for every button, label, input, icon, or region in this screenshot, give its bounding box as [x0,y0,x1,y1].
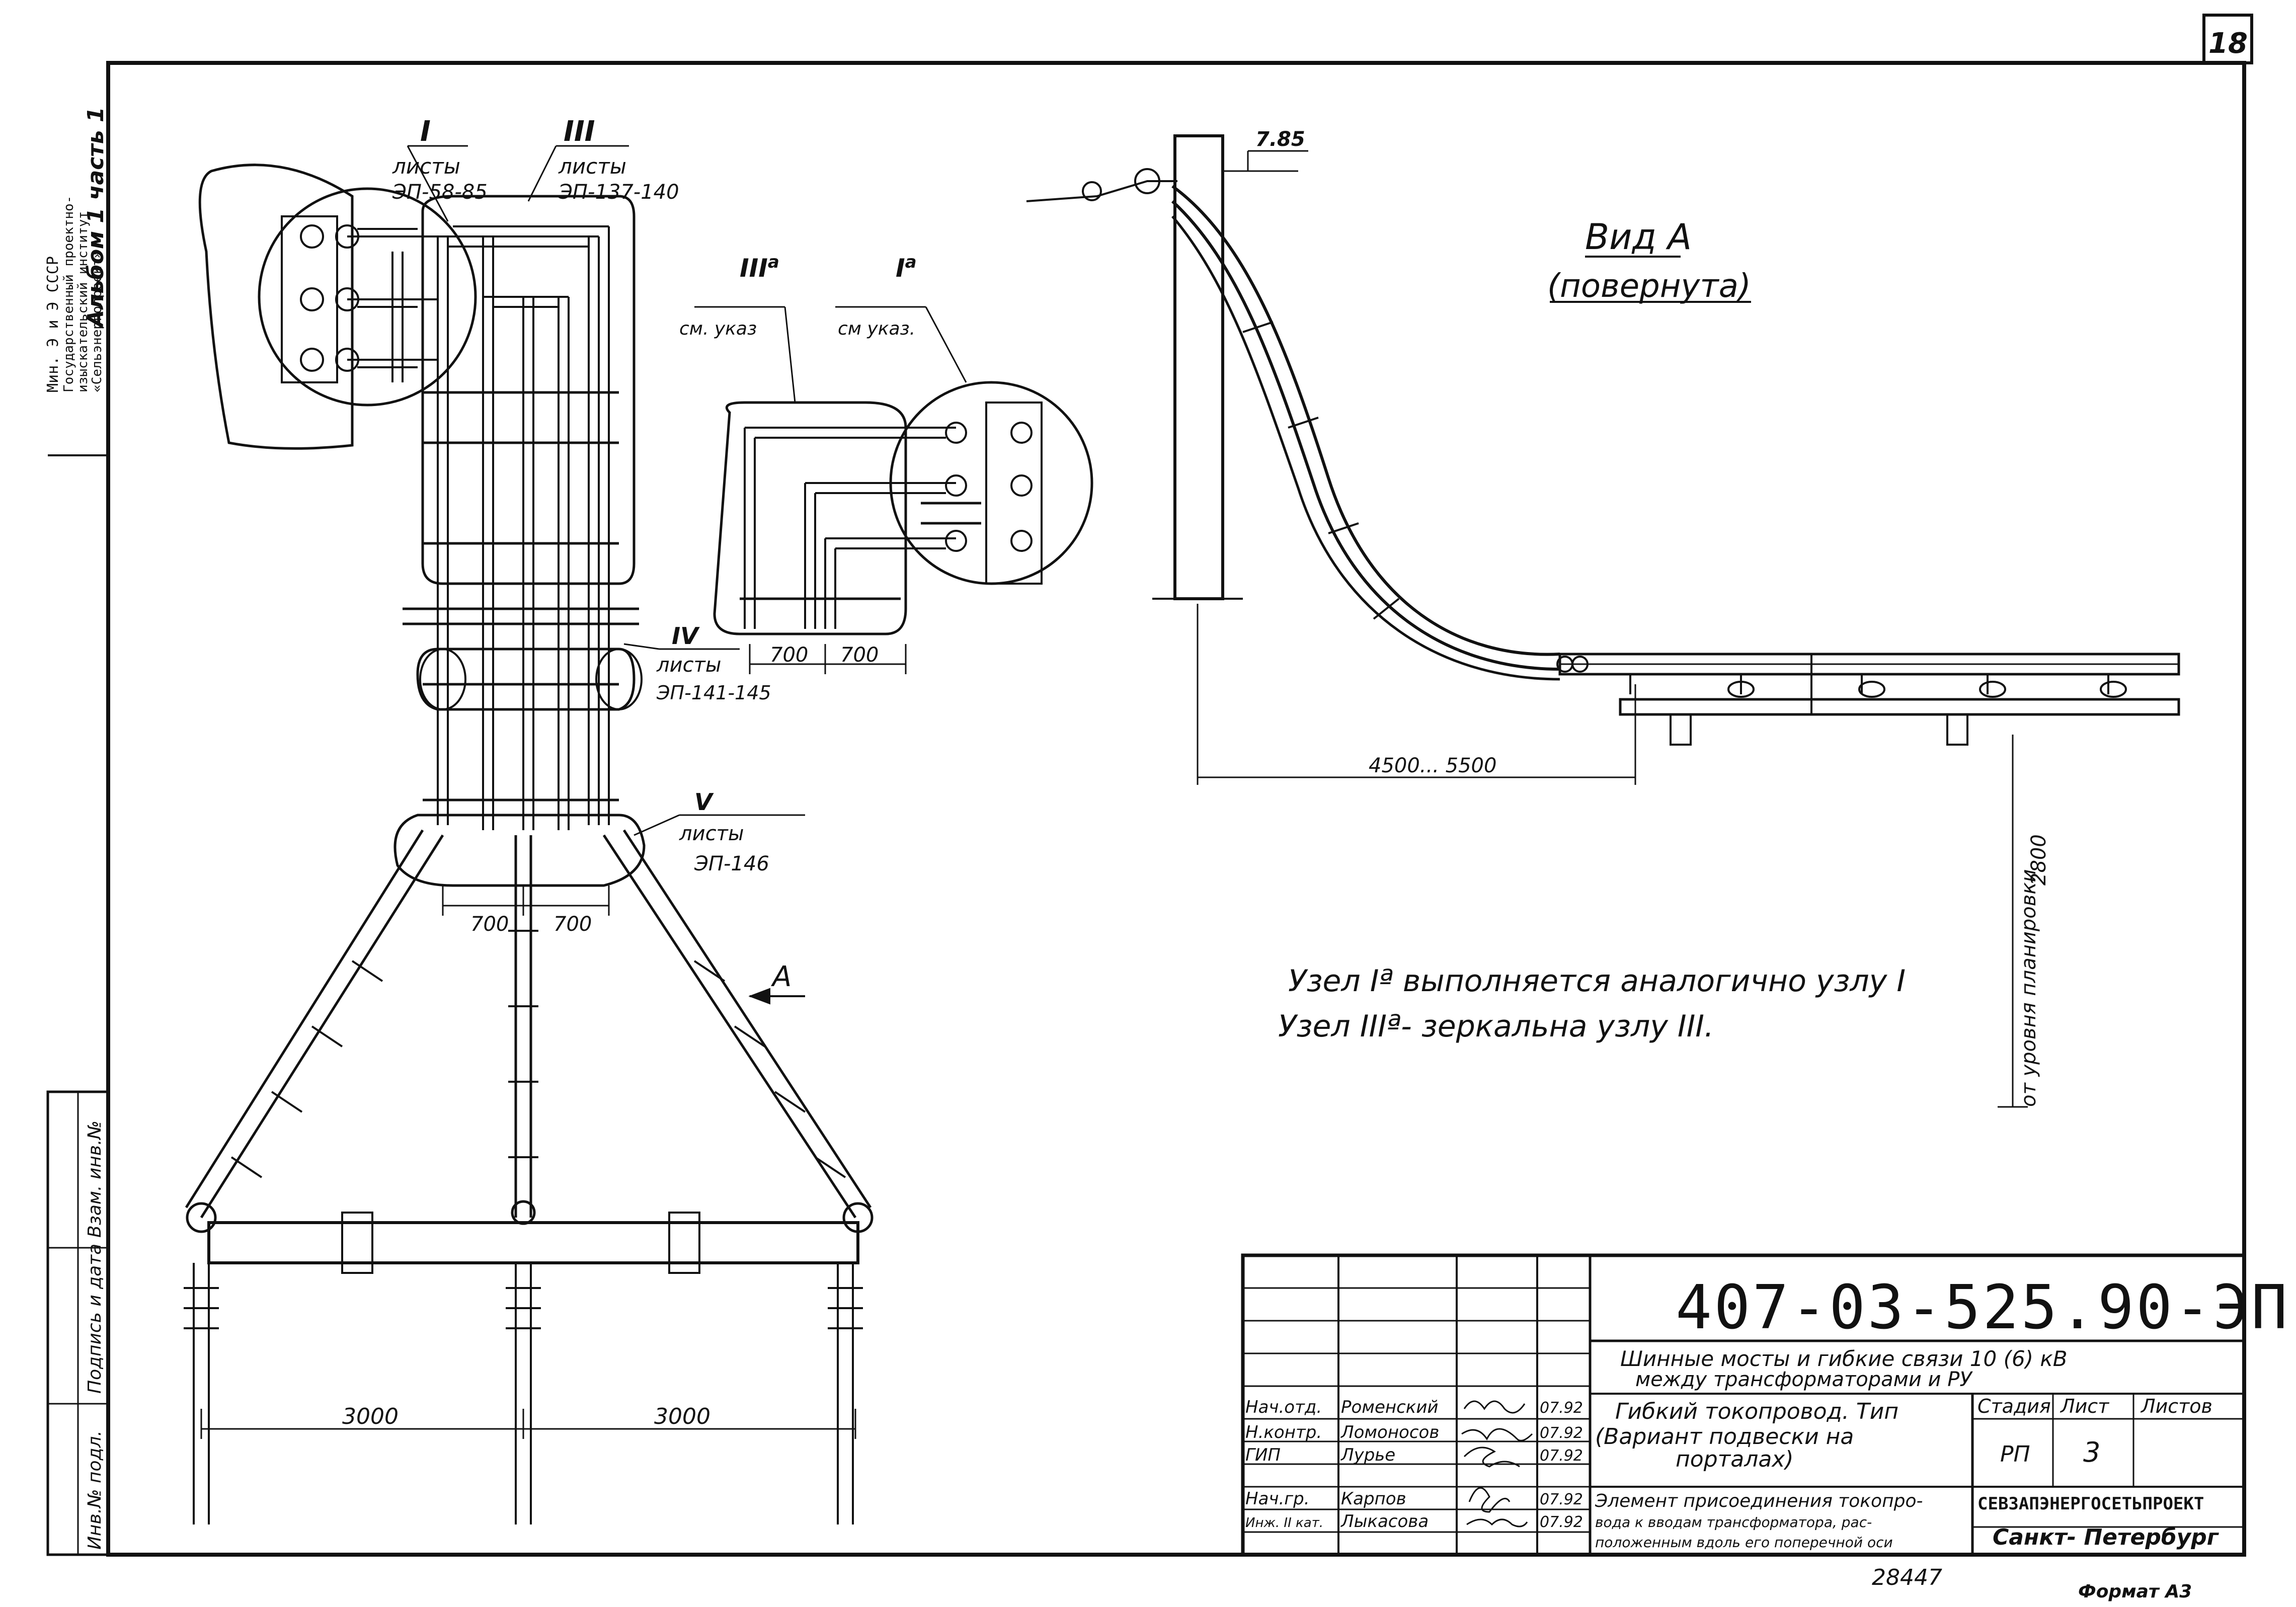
element-desc-2: вода к вводам трансформатора, рас- [1595,1514,1872,1531]
node-ia-roman: Iа [896,252,917,283]
sig-role: Нач.отд. [1245,1397,1322,1417]
ground-level-note: от уровня планировки [2017,869,2040,1107]
sig-name: Лыкасова [1340,1511,1429,1532]
svg-text:Государственный проектно-: Государственный проектно- [61,196,76,392]
margin-col-2: Подпись и дата [85,1244,105,1394]
sig-name: Лурье [1340,1445,1395,1465]
node-v-range: ЭП-146 [694,852,769,875]
margin-col-3: Взам. инв.№ [85,1120,105,1238]
node-iiia-roman: IIIа [740,252,779,283]
node-i-sheets: листы [392,154,460,179]
format-label: Формат А3 [2078,1581,2192,1602]
svg-text:Мин. Э и Э СССР: Мин. Э и Э СССР [44,256,62,392]
node-i-roman: I [420,115,431,148]
node-i-range: ЭП-58-85 [392,181,488,204]
plan-view [184,145,874,1524]
sig-role: ГИП [1245,1445,1281,1465]
sig-role: Нач.гр. [1245,1489,1310,1509]
node-iii-roman: III [564,115,595,148]
album-label: Альбом 1 часть 1 [83,107,109,329]
view-a-subtitle: (повернута) [1547,268,1751,305]
node-v-roman: V [694,788,714,816]
dim-700-b: 700 [553,913,592,936]
sheet-title-3: порталах) [1676,1447,1794,1472]
sheet-number: 18 [2208,27,2248,60]
sig-name: Карпов [1341,1489,1406,1509]
project-title-1: Шинные мосты и гибкие связи 10 (6) кВ [1620,1346,2068,1371]
node-detail-mirror [694,306,1093,674]
signature-rows: Нач.отд. Роменский 07.92 Н.контр. Ломоно… [1245,1397,1583,1532]
sig-date: 07.92 [1540,1424,1583,1442]
sig-date: 07.92 [1540,1491,1583,1508]
element-desc-3: положенным вдоль его поперечной оси [1595,1534,1893,1551]
dim-700-a: 700 [470,913,509,936]
node-v-sheets: листы [679,822,744,845]
dim-700-d: 700 [840,644,879,667]
signature-scribbles [1461,1400,1533,1528]
project-title-2: между трансформаторами и РУ [1635,1368,1973,1391]
sig-role: Инж. II кат. [1245,1515,1323,1531]
dim-3000-b: 3000 [654,1404,710,1429]
dim-4500-5500: 4500... 5500 [1369,754,1496,777]
sheets-header: Листов [2140,1395,2212,1417]
margin-col-1: Инв.№ подл. [85,1430,105,1550]
node-i-circle [258,187,477,407]
node-iv-sheets: листы [656,654,721,677]
sig-name: Роменский [1341,1397,1439,1417]
margin-stamp: Мин. Э и Э СССР Государственный проектно… [44,196,105,392]
node-iv-range: ЭП-141-145 [656,682,771,704]
svg-text:изыскательский институт: изыскательский институт [75,211,91,392]
sig-name: Ломоносов [1340,1422,1439,1442]
title-block [1241,1253,2246,1557]
dim-3000-a: 3000 [342,1404,399,1429]
stage-header: Стадия [1977,1395,2051,1417]
sheet-value: 3 [2083,1436,2100,1468]
node-iiia-ref: см. указ [679,318,757,339]
dim-700-c: 700 [770,644,808,667]
sheet-title-2: (Вариант подвески на [1595,1424,1854,1450]
note-1: Узел Iª выполняется аналогично узлу I [1288,963,1906,999]
sig-role: Н.контр. [1245,1422,1322,1442]
view-a-drawing [1026,134,2180,1108]
sheet-header: Лист [2060,1395,2110,1417]
stage-value: РП [2000,1441,2030,1467]
org-name: СЕВЗАПЭНЕРГОСЕТЬПРОЕКТ [1977,1494,2204,1514]
sig-date: 07.92 [1540,1447,1583,1465]
portal-post [1173,134,1224,600]
dim-2800: 2800 [2027,834,2050,886]
view-a-title: Вид А [1585,216,1692,258]
node-iii-sheets: листы [558,154,626,179]
dim-7-85: 7.85 [1255,128,1305,151]
inventory-number: 28447 [1872,1565,1942,1590]
org-city: Санкт- Петербург [1993,1524,2220,1550]
sig-date: 07.92 [1540,1399,1583,1417]
portal-beam [207,1221,859,1264]
svg-text:«Сельэнергопроект»: «Сельэнергопроект» [90,251,105,392]
sig-date: 07.92 [1540,1513,1583,1531]
node-ia-ref: см указ. [838,318,915,339]
node-iii-range: ЭП-137-140 [558,181,679,204]
sheet-number-box [2202,14,2253,64]
doc-code: 407-03-525.90-ЭП [1676,1273,2289,1343]
element-desc-1: Элемент присоединения токопро- [1595,1491,1923,1511]
note-2: Узел IIIª- зеркальна узлу III. [1278,1009,1714,1044]
node-iv-roman: IV [672,622,700,650]
margin-columns: Инв.№ подл. Подпись и дата Взам. инв.№ [46,1090,110,1556]
sheet-title-1: Гибкий токопровод. Тип [1615,1399,1898,1424]
view-arrow-label: А [771,960,791,993]
